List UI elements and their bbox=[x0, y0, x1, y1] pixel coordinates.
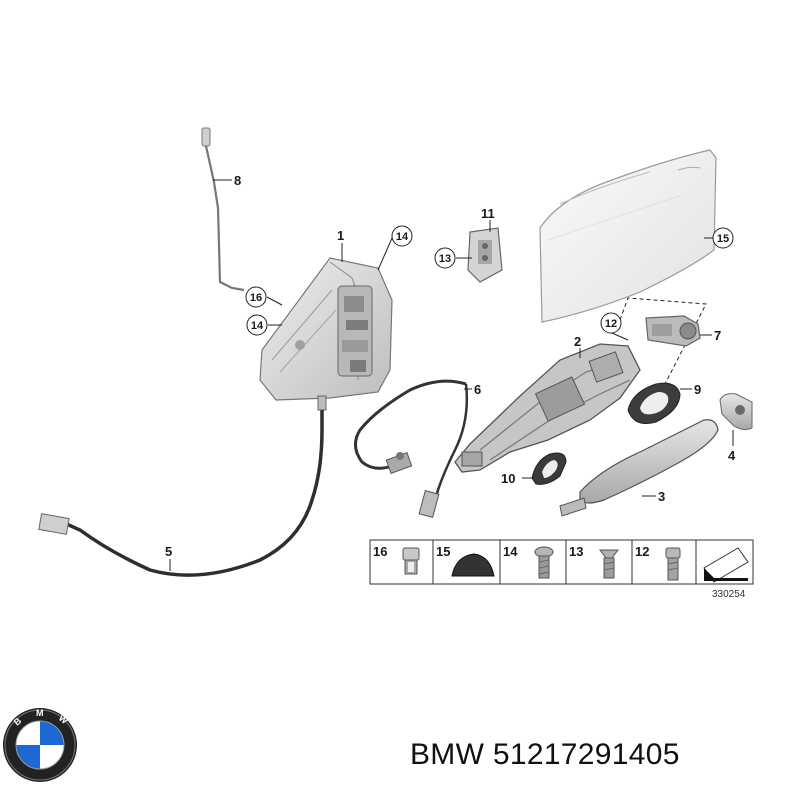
callout-8: 8 bbox=[234, 173, 241, 188]
cap-gasket bbox=[531, 452, 567, 485]
callout-circle-12 bbox=[600, 312, 622, 334]
fastener-num-13: 13 bbox=[569, 544, 583, 559]
svg-text:M: M bbox=[36, 708, 44, 718]
door-lock-assembly bbox=[259, 257, 393, 401]
fastener-13-icon bbox=[599, 549, 619, 579]
svg-text:B: B bbox=[12, 715, 24, 727]
brand-name: BMW bbox=[410, 738, 485, 771]
fastener-14-icon bbox=[534, 546, 554, 579]
callout-3: 3 bbox=[658, 489, 665, 504]
fastener-num-12: 12 bbox=[635, 544, 649, 559]
callout-6: 6 bbox=[474, 382, 481, 397]
callout-11: 11 bbox=[481, 206, 495, 221]
fastener-num-15: 15 bbox=[436, 544, 450, 559]
striker-bracket bbox=[467, 227, 503, 283]
callout-12: 12 bbox=[605, 318, 617, 330]
diagram-arrow-icon bbox=[703, 547, 749, 583]
lock-cylinder bbox=[645, 315, 701, 347]
bmw-logo: B M W bbox=[3, 708, 77, 782]
callout-9: 9 bbox=[694, 382, 701, 397]
callout-1: 1 bbox=[337, 228, 344, 243]
callout-5: 5 bbox=[165, 544, 172, 559]
lock-rod bbox=[201, 127, 245, 292]
diagram-reference-number: 330254 bbox=[712, 589, 746, 600]
handle-gasket bbox=[627, 382, 681, 424]
handle-carrier bbox=[454, 343, 641, 473]
callout-circle-16 bbox=[245, 286, 267, 308]
callout-16: 16 bbox=[250, 292, 262, 304]
callout-15: 15 bbox=[717, 233, 729, 245]
fastener-16-icon bbox=[402, 547, 420, 575]
callout-4: 4 bbox=[728, 448, 736, 463]
fastener-12-icon bbox=[665, 547, 681, 581]
handle-cap bbox=[719, 393, 753, 431]
callout-circle-15 bbox=[712, 227, 734, 249]
fastener-table: 16 15 14 13 12 bbox=[369, 539, 754, 585]
fastener-num-14: 14 bbox=[503, 544, 518, 559]
callout-14-left: 14 bbox=[251, 320, 264, 332]
callout-10: 10 bbox=[501, 471, 515, 486]
door-panel bbox=[539, 149, 717, 323]
callout-13: 13 bbox=[439, 253, 451, 265]
fastener-num-16: 16 bbox=[373, 544, 387, 559]
part-caption: BMW 51217291405 bbox=[410, 738, 680, 772]
callout-2: 2 bbox=[574, 334, 581, 349]
part-number: 51217291405 bbox=[492, 738, 680, 771]
callout-circle-13 bbox=[434, 247, 456, 269]
release-cable bbox=[38, 395, 327, 577]
fastener-15-icon bbox=[451, 553, 495, 577]
callout-circle-14-left bbox=[246, 314, 268, 336]
callout-7: 7 bbox=[714, 328, 721, 343]
outside-door-handle bbox=[559, 419, 719, 517]
callout-circle-14-top bbox=[391, 225, 413, 247]
bowden-cable bbox=[354, 379, 469, 519]
callout-14-top: 14 bbox=[396, 231, 409, 243]
